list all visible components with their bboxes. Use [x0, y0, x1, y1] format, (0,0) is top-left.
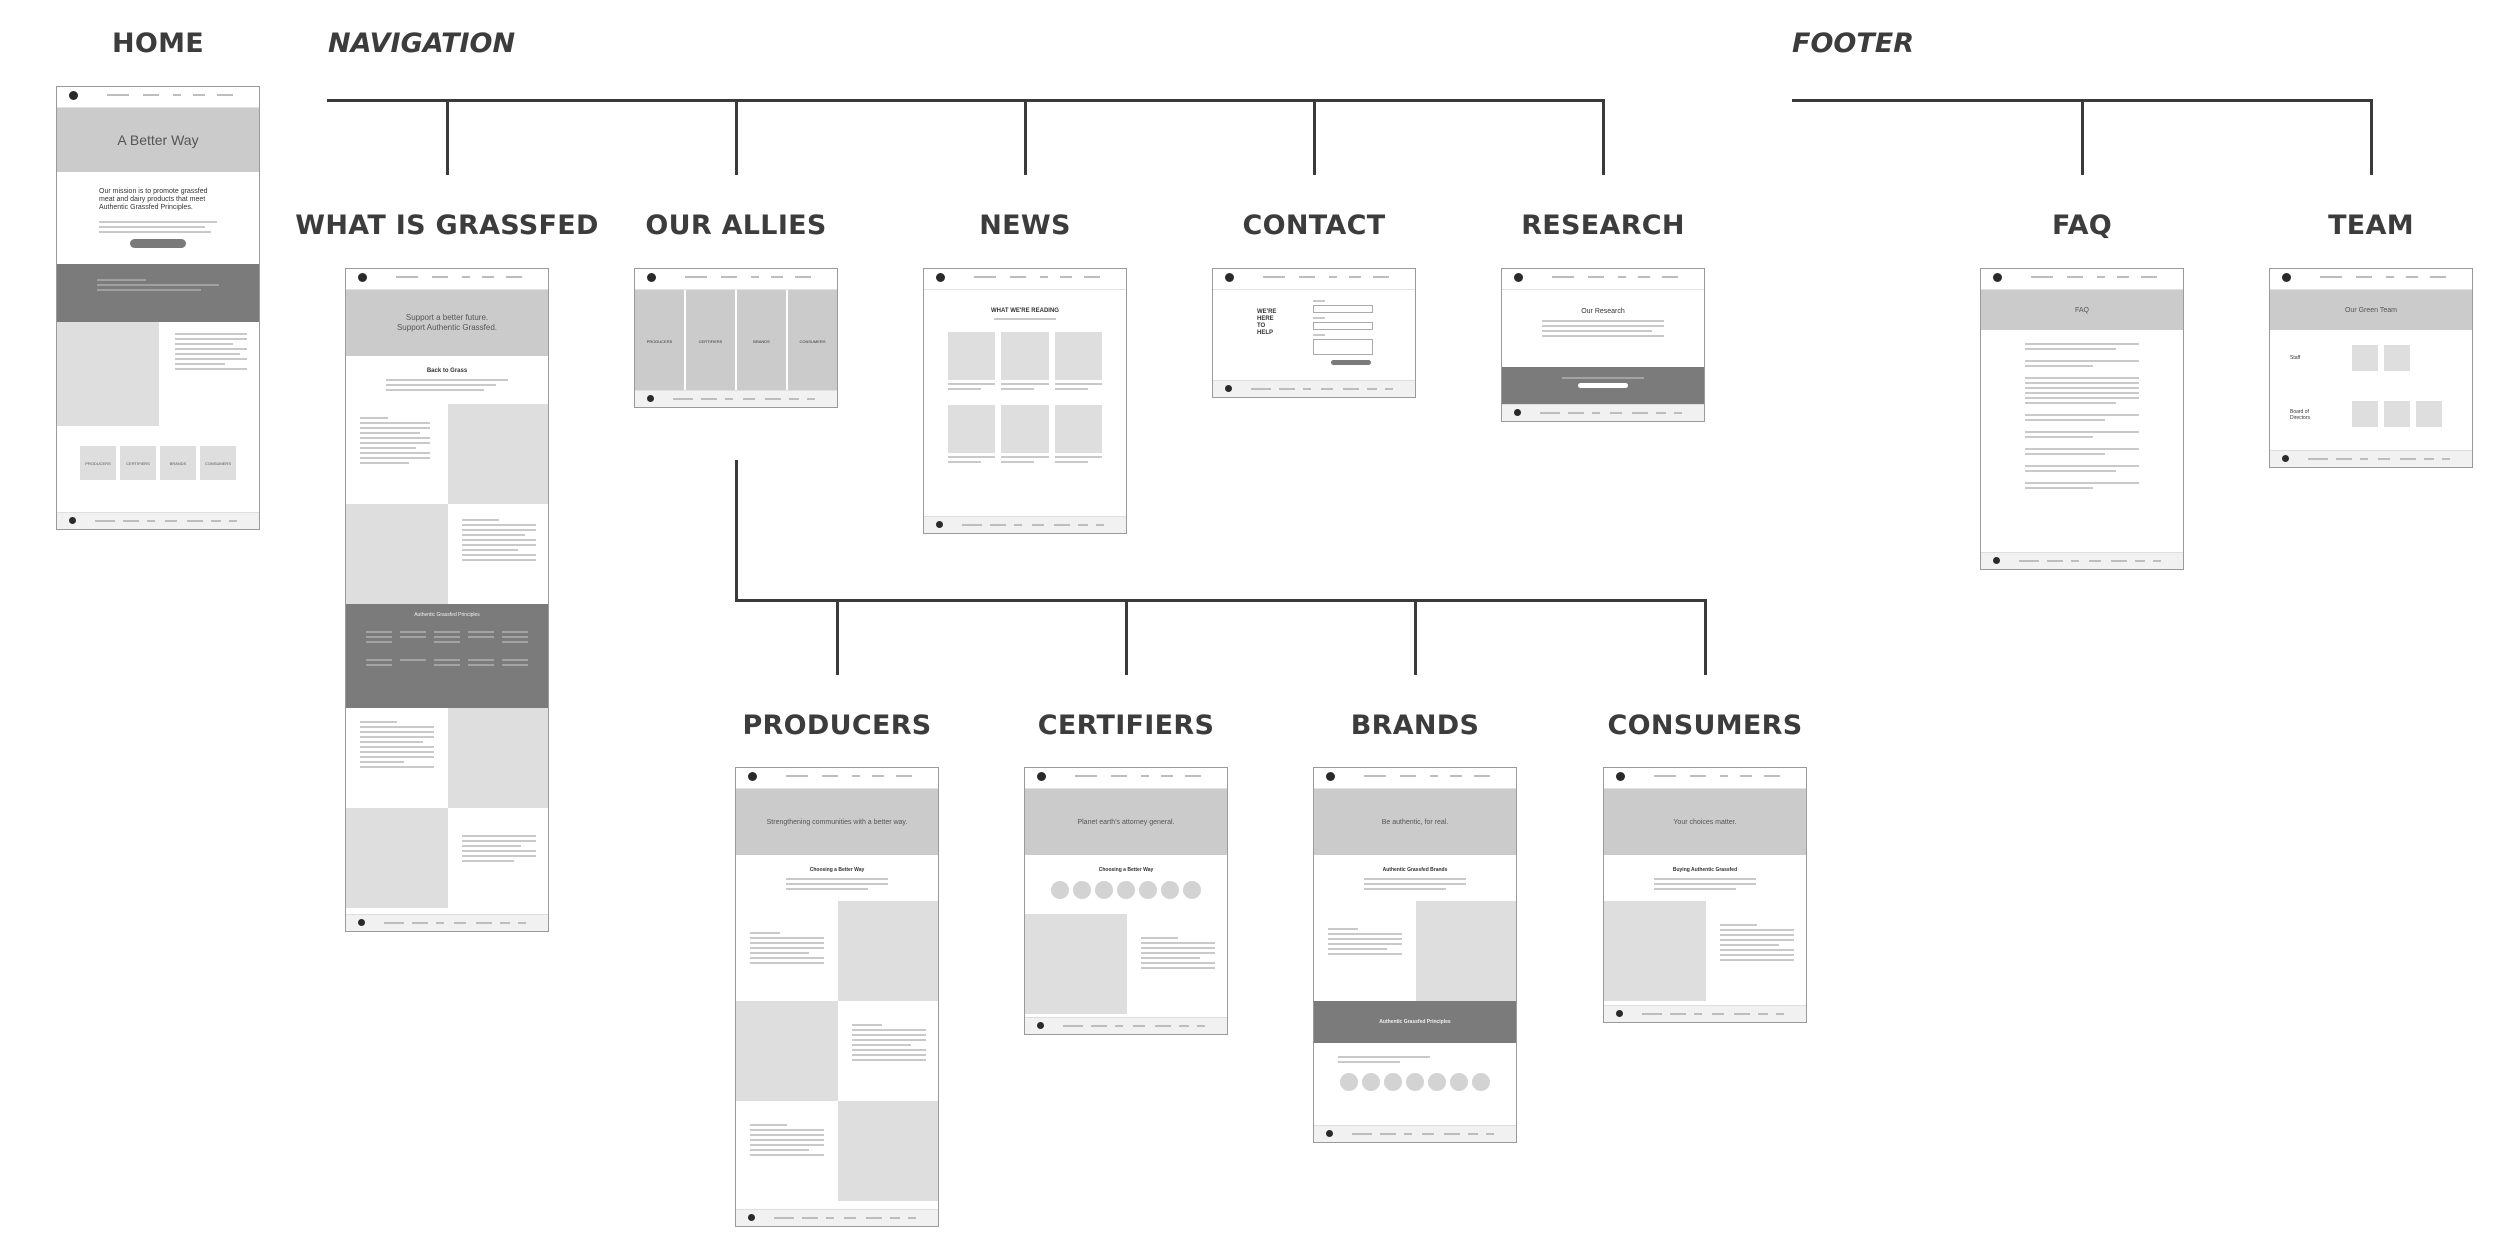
connector-contact — [1313, 99, 1316, 175]
wireframe-footer — [57, 512, 259, 529]
wireframe-our-allies: PRODUCERS CERTIFIERS BRANDS CONSUMERS — [634, 268, 838, 408]
title-contact: CONTACT — [1242, 210, 1386, 241]
wig-hero-line2: Support Authentic Grassfed. — [396, 323, 498, 332]
producers-hero: Strengthening communities with a better … — [736, 789, 938, 855]
allies-tile[interactable]: PRODUCERS — [635, 290, 684, 392]
contact-heading: HERE — [1257, 316, 1274, 322]
title-our-allies: OUR ALLIES — [645, 210, 827, 241]
connector-research — [1602, 99, 1605, 175]
connector-producers — [836, 599, 839, 675]
connector-allies-down — [735, 460, 738, 601]
wireframe-nav — [57, 87, 259, 108]
wireframe-producers: Strengthening communities with a better … — [735, 767, 939, 1227]
home-mission: Our mission is to promote grassfed meat … — [99, 188, 208, 211]
title-home: HOME — [111, 28, 205, 59]
allies-subpages-connector — [735, 599, 1707, 602]
certifiers-subheading: Choosing a Better Way — [1098, 867, 1154, 873]
consumers-subheading: Buying Authentic Grassfed — [1672, 867, 1738, 873]
certifiers-hero: Planet earth's attorney general. — [1025, 789, 1227, 855]
allies-tile[interactable]: CONSUMERS — [788, 290, 837, 392]
home-cta-button[interactable] — [130, 239, 186, 248]
wireframe-news: WHAT WE'RE READING — [923, 268, 1127, 534]
contact-name-field[interactable] — [1313, 305, 1373, 313]
research-heading: Our Research — [1581, 308, 1625, 315]
connector-our-allies — [735, 99, 738, 175]
team-heading: Our Green Team — [2270, 290, 2472, 330]
home-hero: A Better Way — [57, 108, 259, 172]
wireframe-certifiers: Planet earth's attorney general. Choosin… — [1024, 767, 1228, 1035]
navigation-connector — [327, 99, 1605, 102]
connector-news — [1024, 99, 1027, 175]
connector-team — [2370, 99, 2373, 175]
brands-principles-band: Authentic Grassfed Principles — [1379, 1019, 1451, 1025]
title-brands: BRANDS — [1350, 710, 1480, 741]
connector-certifiers — [1125, 599, 1128, 675]
connector-what-is-grassfed — [446, 99, 449, 175]
allies-tile[interactable]: BRANDS — [737, 290, 786, 392]
contact-heading: TO — [1257, 323, 1266, 329]
wireframe-contact: WE'RE HERE TO HELP — [1212, 268, 1416, 398]
navigation-section-label: NAVIGATION — [328, 28, 516, 59]
wireframe-faq: FAQ — [1980, 268, 2184, 570]
connector-faq — [2081, 99, 2084, 175]
home-tile[interactable]: BRANDS — [160, 446, 196, 480]
contact-message-field[interactable] — [1313, 339, 1373, 355]
research-subscribe-input[interactable] — [1578, 383, 1628, 388]
wireframe-research: Our Research — [1501, 268, 1705, 422]
faq-heading: FAQ — [1981, 290, 2183, 330]
title-certifiers: CERTIFIERS — [1037, 710, 1215, 741]
contact-heading: WE'RE — [1257, 309, 1277, 315]
footer-section-label: FOOTER — [1792, 28, 1915, 59]
home-tile[interactable]: CONSUMERS — [200, 446, 236, 480]
team-board-label: Board of Directors — [2290, 409, 2311, 421]
team-staff-label: Staff — [2290, 355, 2301, 361]
connector-brands — [1414, 599, 1417, 675]
connector-consumers — [1704, 599, 1707, 675]
wig-hero-line1: Support a better future. — [405, 313, 489, 322]
brands-subheading: Authentic Grassfed Brands — [1382, 867, 1448, 873]
wireframe-home: A Better Way Our mission is to promote g… — [56, 86, 260, 530]
wireframe-what-is-grassfed: Support a better future. Support Authent… — [345, 268, 549, 932]
producers-subheading: Choosing a Better Way — [809, 867, 865, 873]
consumers-hero: Your choices matter. — [1604, 789, 1806, 855]
news-heading: WHAT WE'RE READING — [991, 308, 1059, 314]
title-producers: PRODUCERS — [742, 710, 932, 741]
wireframe-consumers: Your choices matter. Buying Authentic Gr… — [1603, 767, 1807, 1023]
wireframe-brands: Be authentic, for real. Authentic Grassf… — [1313, 767, 1517, 1143]
home-tile[interactable]: CERTIFIERS — [120, 446, 156, 480]
wireframe-team: Our Green Team Staff Board of Directors — [2269, 268, 2473, 468]
brands-hero: Be authentic, for real. — [1314, 789, 1516, 855]
contact-email-field[interactable] — [1313, 322, 1373, 330]
contact-submit-button[interactable] — [1331, 360, 1371, 365]
title-consumers: CONSUMERS — [1607, 710, 1803, 741]
wig-principles-heading: Authentic Grassfed Principles — [414, 612, 480, 618]
title-news: NEWS — [979, 210, 1071, 241]
home-tile[interactable]: PRODUCERS — [80, 446, 116, 480]
wig-back-to-grass: Back to Grass — [426, 368, 468, 374]
title-research: RESEARCH — [1521, 210, 1685, 241]
contact-heading: HELP — [1257, 330, 1274, 336]
title-team: TEAM — [2328, 210, 2414, 241]
title-what-is-grassfed: WHAT IS GRASSFED — [295, 210, 599, 241]
allies-tile[interactable]: CERTIFIERS — [686, 290, 735, 392]
title-faq: FAQ — [2051, 210, 2113, 241]
